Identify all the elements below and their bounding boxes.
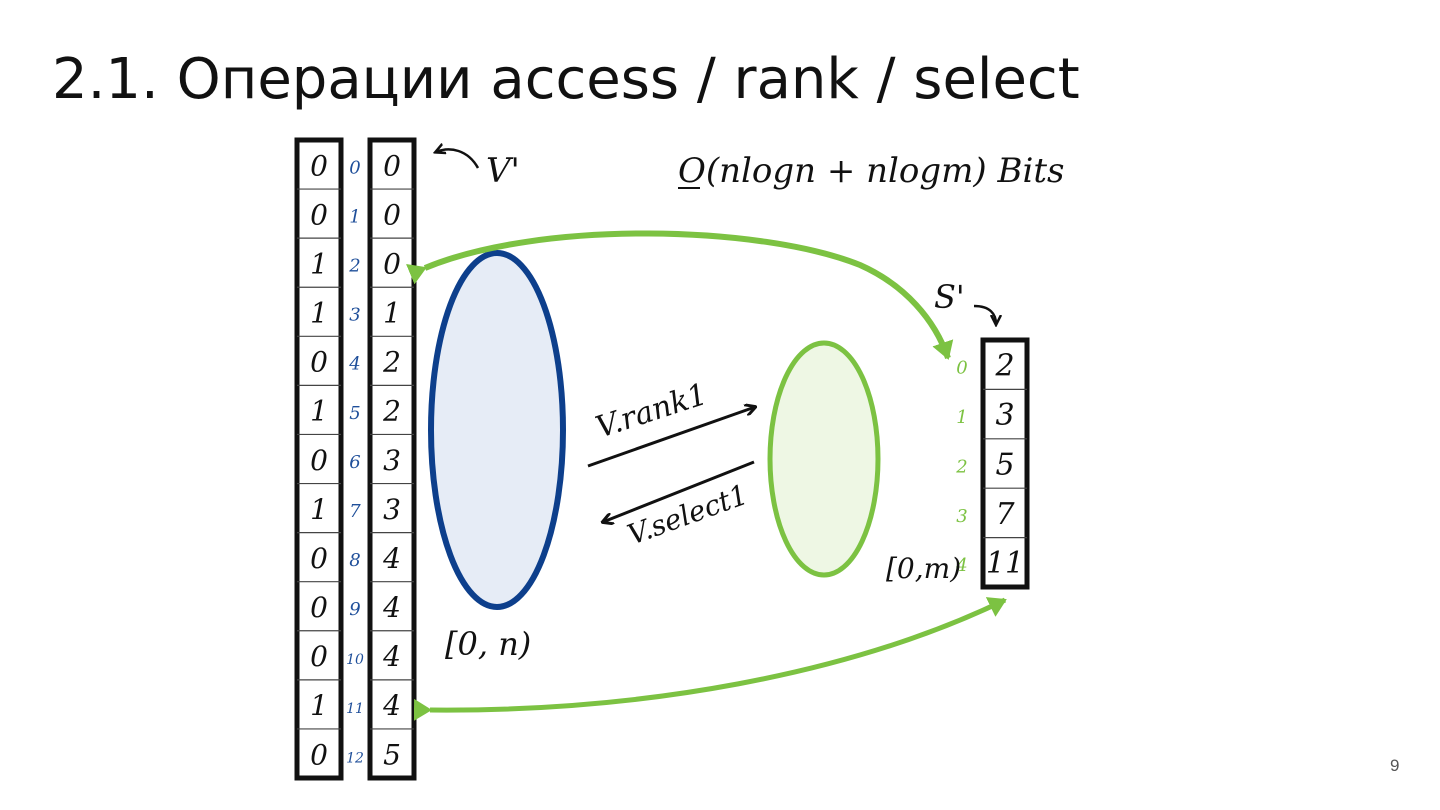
- index-label: 0: [349, 157, 360, 178]
- page-number: 9: [1390, 756, 1400, 775]
- rank-cell-value: 2: [382, 346, 401, 379]
- index-label: 9: [349, 599, 360, 620]
- range-label: [0,m): [886, 552, 961, 585]
- bit-cell-value: 1: [310, 395, 328, 428]
- domain-label: [0, n): [445, 625, 531, 663]
- bit-cell-value: 0: [310, 591, 328, 624]
- index-label: 2: [348, 256, 360, 277]
- complexity-label: O(nlogn + nlogm) Bits: [678, 151, 1064, 191]
- select-arrow: [603, 460, 755, 522]
- bit-cell-value: 1: [310, 247, 328, 280]
- rank-cell-value: 0: [383, 247, 401, 280]
- rank-cell-value: 4: [382, 542, 401, 575]
- s-prime-arrow: [973, 304, 996, 324]
- rank-cell-value: 4: [382, 689, 401, 722]
- rank-cell-value: 3: [383, 493, 401, 526]
- s-column-frame: [980, 337, 1030, 590]
- slide-title: 2.1. Операции access / rank / select: [52, 47, 1080, 112]
- s-index-label: 1: [956, 407, 967, 428]
- bits-column: 0 0 1 1 0 1 0 1 0 0 0 1 0: [294, 137, 344, 781]
- s-cell-value: 2: [994, 349, 1014, 384]
- rank-cell-value: 4: [382, 640, 401, 673]
- rank-cell-value: 0: [383, 149, 401, 182]
- index-label: 3: [349, 305, 360, 326]
- bit-cell-value: 0: [310, 198, 328, 231]
- rank-cell-value: 2: [382, 395, 401, 428]
- rank-arrow: [587, 407, 755, 468]
- s-cell-value: 11: [986, 546, 1024, 581]
- rank-column-frame: [367, 137, 417, 781]
- index-label: 5: [349, 403, 360, 424]
- index-label: 12: [346, 750, 364, 766]
- domain-ellipse: [428, 250, 566, 610]
- s-index-labels: 0 1 2 3 4: [955, 358, 967, 577]
- bits-column-dividers: [297, 188, 341, 730]
- s-column-values: 2 3 5 7 11: [986, 349, 1024, 582]
- s-index-label: 0: [956, 358, 967, 379]
- s-cell-value: 3: [995, 398, 1014, 433]
- bit-cell-value: 0: [310, 640, 328, 673]
- index-label: 6: [349, 452, 360, 473]
- s-index-label: 3: [956, 506, 967, 527]
- index-label: 10: [346, 652, 364, 668]
- index-label: 1: [349, 206, 360, 227]
- s-column-dividers: [983, 388, 1027, 539]
- index-label: 7: [349, 501, 361, 522]
- rank-cell-value: 1: [383, 297, 401, 330]
- bit-cell-value: 0: [310, 738, 328, 771]
- rank-cell-value: 4: [382, 591, 401, 624]
- bit-cell-value: 1: [310, 689, 328, 722]
- bit-cell-value: 1: [310, 493, 328, 526]
- rank-cell-value: 0: [383, 198, 401, 231]
- s-prime-label: S': [934, 278, 965, 316]
- s-cell-value: 7: [995, 497, 1015, 532]
- s-index-label: 4: [955, 555, 967, 576]
- rank-cell-value: 3: [383, 444, 401, 477]
- bit-cell-value: 0: [310, 542, 328, 575]
- bit-cell-value: 1: [310, 297, 328, 330]
- green-arrow-top: [406, 230, 954, 360]
- s-index-label: 2: [955, 456, 967, 477]
- bits-column-frame: [294, 137, 344, 781]
- v-prime-label: V': [486, 151, 520, 191]
- v-prime-arrow: [436, 149, 480, 169]
- range-ellipse: [767, 340, 881, 578]
- green-arrow-bottom: [413, 597, 1007, 721]
- rank-column-values: 0 0 0 1 2 2 3 3 4 4 4 4 5: [382, 149, 401, 771]
- bits-column-values: 0 0 1 1 0 1 0 1 0 0 0 1 0: [310, 149, 328, 771]
- index-label: 11: [346, 701, 364, 717]
- bit-cell-value: 0: [310, 444, 328, 477]
- s-column: 2 3 5 7 11: [980, 337, 1030, 590]
- index-label: 4: [348, 354, 360, 375]
- rank-cell-value: 5: [383, 738, 401, 771]
- bit-cell-value: 0: [310, 346, 328, 379]
- index-label: 8: [349, 550, 360, 571]
- bit-cell-value: 0: [310, 149, 328, 182]
- s-cell-value: 5: [995, 447, 1014, 482]
- rank-arrow-label: V.rank1: [592, 377, 712, 446]
- rank-column: 0 0 0 1 2 2 3 3 4 4 4 4 5: [367, 137, 417, 781]
